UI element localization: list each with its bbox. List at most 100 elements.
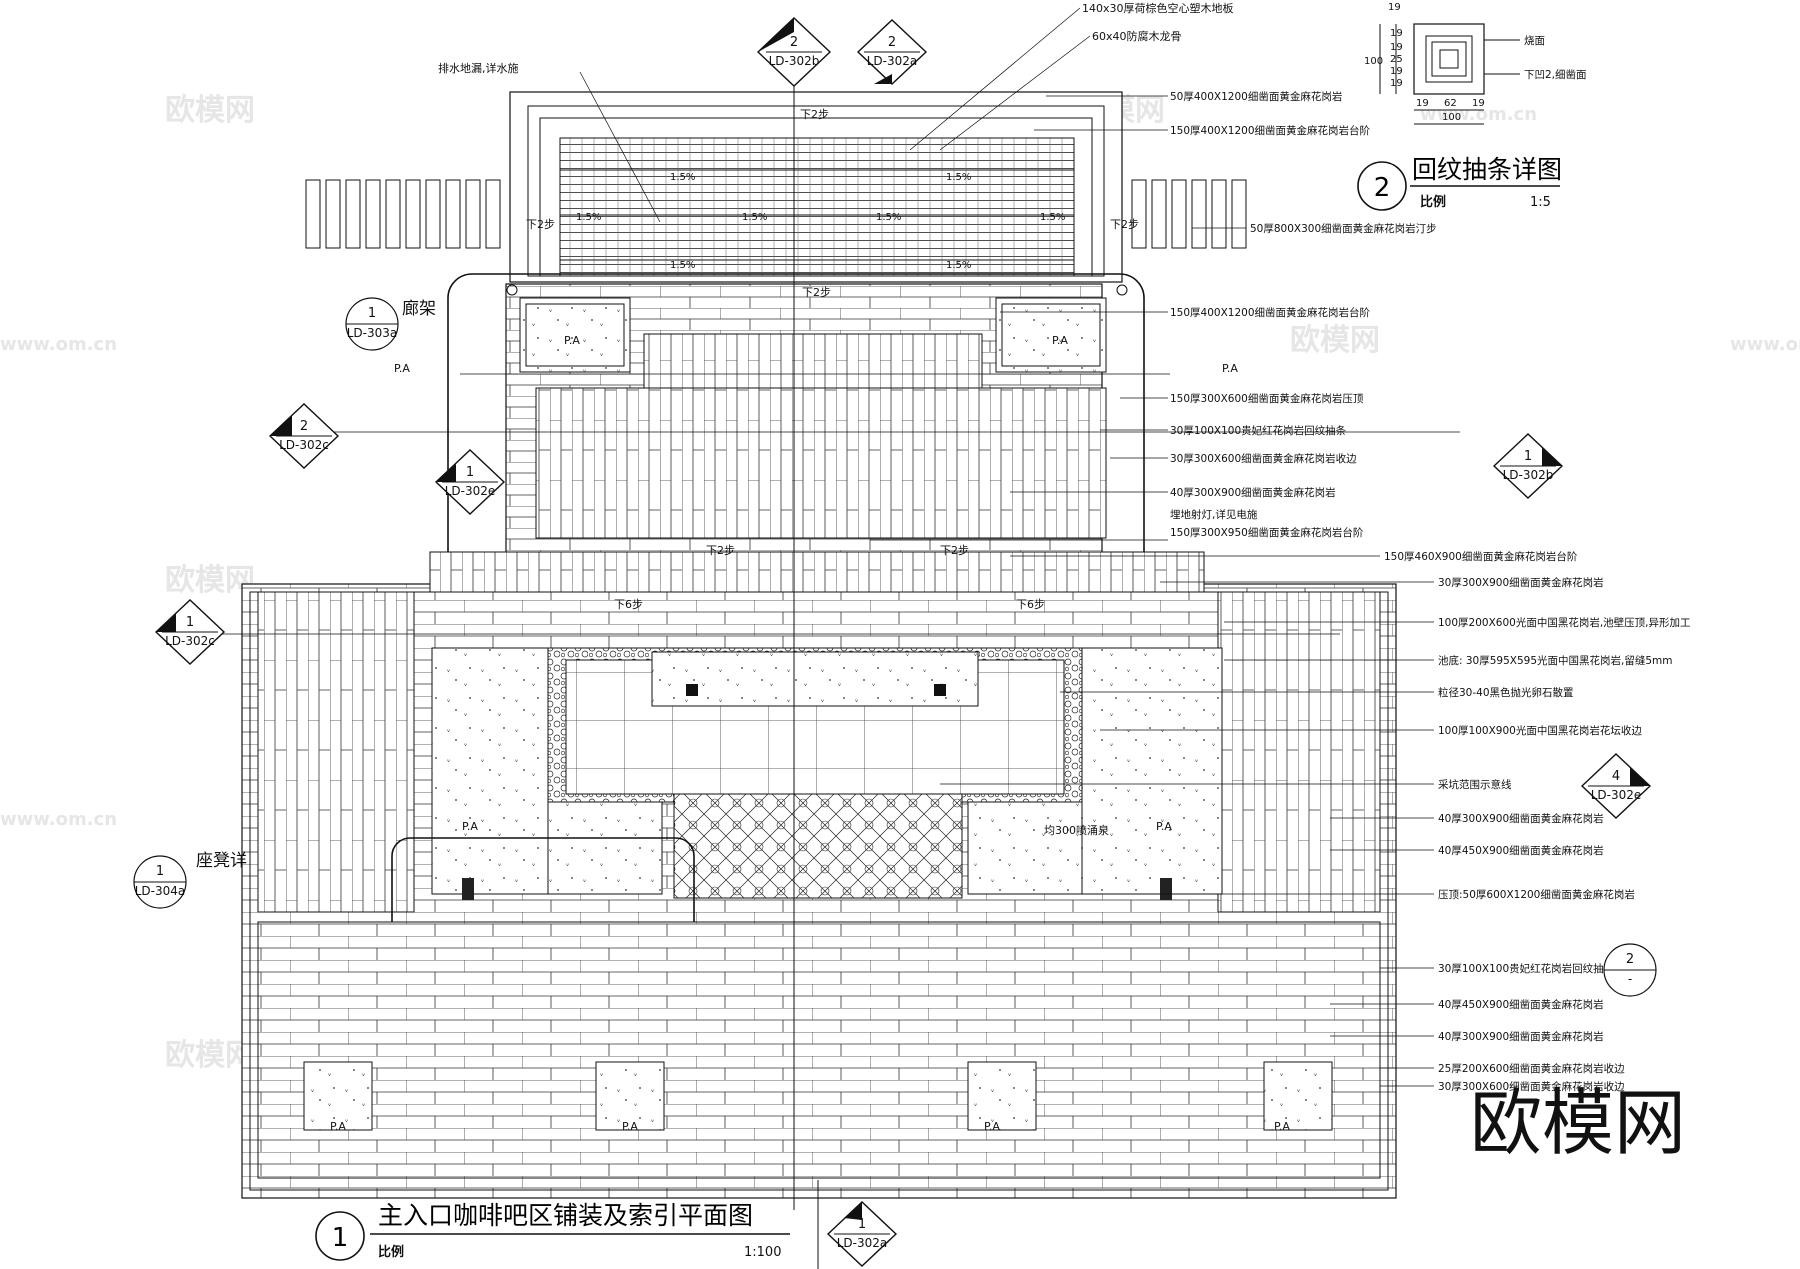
marker-ref: LD-302e (1591, 788, 1642, 802)
main-scale-value: 1:100 (744, 1245, 781, 1260)
annotation-text: 50厚400X1200细凿面黄金麻花岗岩 (1170, 90, 1342, 103)
annotation-text: 40厚450X900细凿面黄金麻花岗岩 (1438, 998, 1604, 1011)
slope-label: 1.5% (946, 260, 971, 271)
section-marker[interactable]: 1 LD-303a (345, 297, 399, 351)
brand-watermark: 欧模网 (1470, 1081, 1686, 1165)
planting-area-label: P.A (622, 1120, 638, 1133)
planting-area-label: P.A (1156, 820, 1172, 833)
section-marker[interactable]: 2 LD-302a (856, 19, 928, 85)
pergola-terrace (447, 273, 1145, 577)
dim-text: 19 (1416, 98, 1429, 109)
watermark-text: 欧模网 (1290, 323, 1380, 358)
annotation-text: 100厚100X900光面中国黑花岗岩花坛收边 (1438, 724, 1642, 737)
planting-area-label: P.A (1052, 334, 1068, 347)
slope-label: 1.5% (576, 212, 601, 223)
marker-number: 2 (888, 35, 896, 50)
detail-scale-label: 比例 (1420, 194, 1446, 210)
annotation-text: 140x30厚荷棕色空心塑木地板 (1082, 1, 1234, 15)
dim-text: 100 (1442, 112, 1461, 123)
section-marker[interactable]: 2 - (1603, 943, 1657, 997)
upper-deck-platform (509, 91, 1123, 283)
section-marker[interactable]: 1 LD-302a (826, 1201, 898, 1267)
annotation-text: 压顶:50厚600X1200细凿面黄金麻花岗岩 (1438, 888, 1635, 901)
marker-ref: LD-302a (867, 54, 918, 68)
watermark-url: www.om.cn (0, 809, 117, 830)
step-label: 下2步 (940, 544, 969, 557)
slope-label: 1.5% (670, 260, 695, 271)
annotation-text: 50厚800X300细凿面黄金麻花岗岩汀步 (1250, 222, 1437, 235)
slope-label: 1.5% (742, 212, 767, 223)
marker-number: 2 (1626, 952, 1634, 967)
dim-text: 25 (1390, 54, 1403, 65)
annotation-text: 池底: 30厚595X595光面中国黑花岗岩,留缝5mm (1438, 654, 1673, 667)
section-marker[interactable]: 1 LD-304a (133, 855, 187, 909)
marker-ref: LD-302b (1503, 468, 1554, 482)
watermark-url: www.om.cn (1730, 334, 1800, 355)
inline-labels: P.A P.A P.A P.A P.A P.A P.A P.A P.A P.A … (330, 108, 1290, 1133)
slope-label: 1.5% (946, 172, 971, 183)
marker-number: 1 (1524, 449, 1532, 464)
annotation-text: 150厚300X600细凿面黄金麻花岗岩压顶 (1170, 392, 1364, 405)
watermark-url: www.om.cn (0, 334, 117, 355)
section-marker[interactable]: 1 LD-302e (434, 449, 506, 515)
annotation-text: 埋地射灯,详见电施 (1170, 508, 1258, 521)
annotation-text: 150厚300X950细凿面黄金麻花岗岩台阶 (1170, 526, 1364, 539)
planting-area-label: P.A (984, 1120, 1000, 1133)
marker-number: 1 (186, 615, 194, 630)
step-label: 下6步 (614, 598, 643, 611)
dim-text: 19 (1472, 98, 1485, 109)
dim-text: 19 (1388, 2, 1401, 13)
detail-label: 下凹2,细凿面 (1524, 68, 1587, 81)
marker-ref: LD-302b (769, 54, 820, 68)
annotation-text: 150厚460X900细凿面黄金麻花岗岩台阶 (1384, 550, 1578, 563)
marker-number: 1 (368, 306, 376, 321)
main-scale-label: 比例 (378, 1244, 404, 1260)
dim-text: 19 (1390, 78, 1403, 89)
annotation-text: 40厚300X900细凿面黄金麻花岗岩 (1438, 1030, 1604, 1043)
planting-area-label: P.A (1274, 1120, 1290, 1133)
section-marker[interactable]: 4 LD-302e (1580, 753, 1652, 819)
annotation-text: 25厚200X600细凿面黄金麻花岗岩收边 (1438, 1062, 1625, 1075)
marker-ref: LD-302c (279, 438, 329, 452)
planting-area-label: P.A (330, 1120, 346, 1133)
step-label: 下2步 (1110, 218, 1139, 231)
step-label: 下2步 (526, 218, 555, 231)
watermark-text: 欧模网 (165, 93, 255, 128)
annotation-text: 40厚450X900细凿面黄金麻花岗岩 (1438, 844, 1604, 857)
marker-ref: LD-302a (837, 1236, 888, 1250)
watermark-text: 欧模网 (165, 563, 255, 598)
marker-ref: LD-302e (445, 484, 496, 498)
marker-ref: LD-303a (347, 326, 398, 340)
top-annotations: 140x30厚荷棕色空心塑木地板 60x40防腐木龙骨 排水地漏,详水施 (438, 1, 1234, 75)
annotation-text: 30厚100X100贵妃红花岗岩回纹抽条 (1170, 424, 1347, 437)
detail-label: 烧面 (1524, 34, 1545, 47)
stepping-stones-left (305, 179, 501, 249)
marker-ref: - (1628, 972, 1632, 986)
annotation-text: 粒径30-40黑色抛光卵石散置 (1438, 686, 1574, 699)
fountain-label: 均300喷涌泉 (1044, 823, 1109, 837)
slope-label: 1.5% (876, 212, 901, 223)
annotation-text: 30厚300X600细凿面黄金麻花岗岩收边 (1438, 1080, 1625, 1093)
section-marker[interactable]: 2 LD-302c (268, 403, 340, 469)
slope-label: 1.5% (670, 172, 695, 183)
section-marker[interactable]: 1 LD-302b (1492, 433, 1564, 499)
annotation-text: 排水地漏,详水施 (438, 61, 519, 75)
annotation-text: 30厚300X600细凿面黄金麻花岗岩收边 (1170, 452, 1357, 465)
main-title-text: 主入口咖啡吧区铺装及索引平面图 (378, 1201, 753, 1230)
annotation-text: 30厚100X100贵妃红花岗岩回纹抽条 (1438, 962, 1615, 975)
seat-note: 座凳详 (196, 851, 247, 871)
step-label: 下2步 (802, 286, 831, 299)
gallery-note: 廊架 (402, 299, 436, 319)
section-marker[interactable]: 1 LD-302c (154, 599, 226, 665)
dim-text: 62 (1444, 98, 1457, 109)
section-marker[interactable]: 2 LD-302b (756, 17, 832, 87)
marker-number: 4 (1612, 769, 1620, 784)
planting-area-label: P.A (462, 820, 478, 833)
step-label: 下2步 (706, 544, 735, 557)
dim-text: 19 (1390, 28, 1403, 39)
dim-text: 19 (1390, 66, 1403, 77)
slope-label: 1.5% (1040, 212, 1065, 223)
detail-scale-value: 1:5 (1530, 195, 1551, 210)
right-annotations: 50厚400X1200细凿面黄金麻花岗岩 150厚400X1200细凿面黄金麻花… (1170, 90, 1691, 1093)
